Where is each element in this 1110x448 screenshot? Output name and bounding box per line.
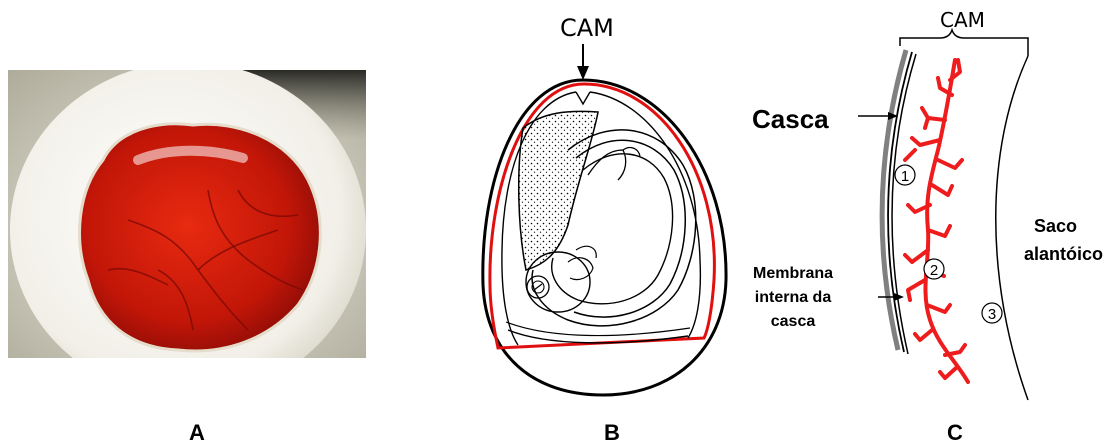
caption-c: C (935, 420, 975, 446)
panel-a-photo (8, 70, 366, 358)
panel-c-diagram: 1 2 3 (780, 0, 1110, 410)
label-cam-c: CAM (940, 8, 985, 32)
label-cam-b: CAM (560, 14, 614, 42)
cam-layers-schematic: 1 2 3 (780, 0, 1110, 410)
marker-3: 3 (988, 306, 996, 323)
shell-layer (882, 50, 906, 350)
cam-brace (900, 30, 1028, 56)
caption-b: B (592, 420, 632, 446)
egg-window-photo (8, 70, 366, 358)
label-casca: Casca (752, 104, 829, 135)
label-saco: Saco alantóico (1024, 212, 1103, 268)
cam-window (80, 124, 321, 351)
blood-vessels (905, 60, 968, 382)
caption-a: A (177, 420, 217, 446)
marker-1: 1 (901, 168, 909, 185)
panel-b-diagram (458, 0, 768, 405)
arrow-membrana (894, 293, 904, 301)
label-membrana: Membrana interna da casca (738, 262, 848, 334)
marker-2: 2 (930, 262, 938, 279)
egg-cross-section (458, 0, 768, 405)
